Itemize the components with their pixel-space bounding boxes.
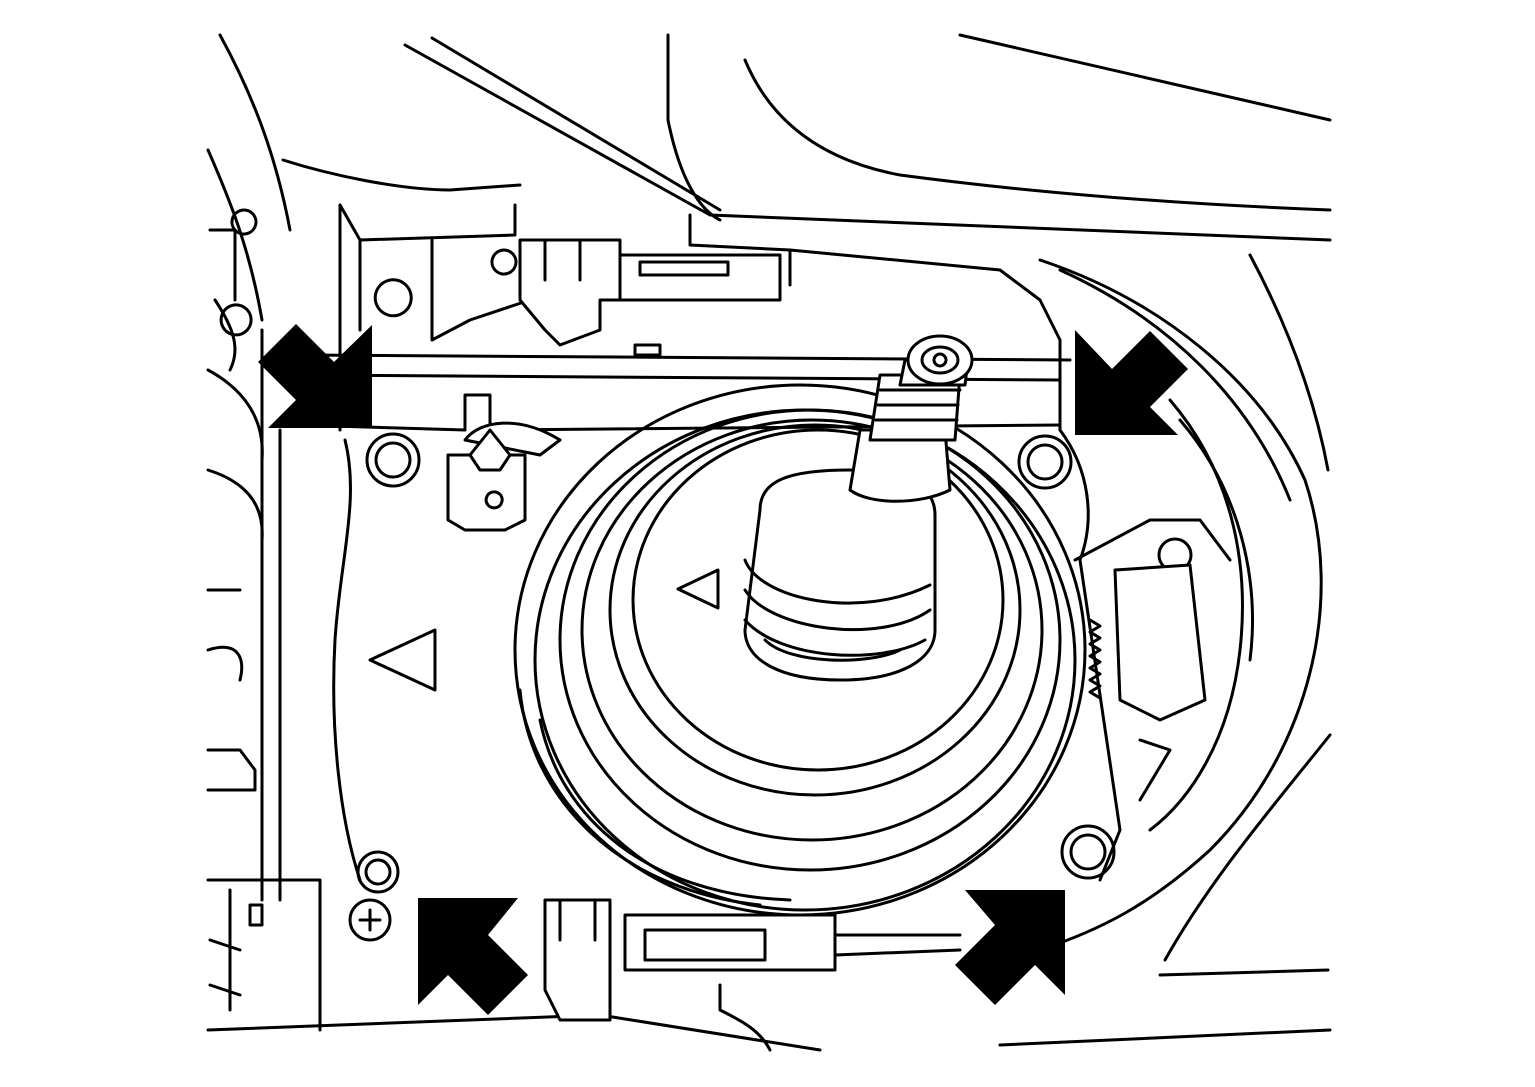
callout-arrow-bottom-right xyxy=(955,890,1065,1005)
mounting-bolts xyxy=(348,432,1116,942)
lower-left-mounting-bolt xyxy=(348,850,400,942)
bottom-harness-connector xyxy=(543,898,962,1022)
left-bracket xyxy=(206,208,322,1032)
top-harness-connector xyxy=(338,203,1062,432)
right-bracket xyxy=(1073,398,1254,832)
mounting-plate xyxy=(298,353,1122,882)
callout-arrow-top-left xyxy=(258,324,372,428)
upper-right-mounting-bolt xyxy=(1017,434,1073,490)
shifter-boot xyxy=(513,383,1087,917)
lower-right-mounting-bolt xyxy=(1060,824,1116,880)
callout-arrow-top-right xyxy=(1075,330,1188,435)
shift-lever xyxy=(743,334,974,682)
upper-left-mounting-bolt xyxy=(365,432,421,488)
surrounding-trim xyxy=(206,33,1332,1052)
callout-arrows xyxy=(258,324,1188,1015)
callout-arrow-bottom-left xyxy=(418,898,528,1015)
